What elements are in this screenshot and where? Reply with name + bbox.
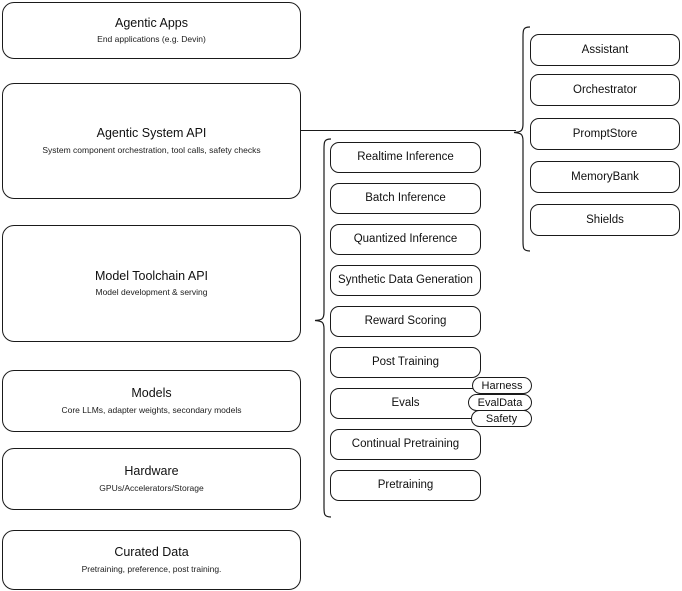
layer-subtitle: Core LLMs, adapter weights, secondary mo… (61, 404, 242, 415)
capability-box-pretraining[interactable]: Pretraining (330, 470, 481, 501)
capability-label: Quantized Inference (353, 233, 458, 246)
capability-box-quantized-inference[interactable]: Quantized Inference (330, 224, 481, 255)
badge-label: Safety (485, 412, 518, 425)
layer-title: Hardware (124, 464, 179, 479)
layer-title: Curated Data (114, 545, 189, 560)
capability-box-evals[interactable]: Evals (330, 388, 481, 419)
layer-subtitle: GPUs/Accelerators/Storage (99, 482, 204, 493)
capability-label: Batch Inference (365, 192, 446, 205)
component-box-shields[interactable]: Shields (530, 204, 680, 236)
component-box-promptstore[interactable]: PromptStore (530, 118, 680, 150)
evals-badge-harness[interactable]: Harness (472, 377, 532, 394)
capability-label: Evals (391, 397, 420, 410)
capability-label: Pretraining (377, 479, 434, 492)
component-label: PromptStore (572, 127, 638, 140)
capability-label: Reward Scoring (364, 315, 447, 328)
capability-label: Synthetic Data Generation (338, 274, 473, 287)
layer-title: Agentic Apps (115, 15, 188, 30)
layer-subtitle: System component orchestration, tool cal… (42, 144, 261, 155)
capability-box-post-training[interactable]: Post Training (330, 347, 481, 378)
layer-subtitle: Pretraining, preference, post training. (81, 563, 222, 574)
connector-line-agentic-system-api (301, 130, 516, 131)
component-label: Shields (586, 213, 624, 226)
layer-box-agentic-apps[interactable]: Agentic Apps End applications (e.g. Devi… (2, 2, 301, 59)
component-box-assistant[interactable]: Assistant (530, 34, 680, 66)
capability-label: Post Training (371, 356, 440, 369)
component-label: MemoryBank (571, 170, 639, 183)
layer-title: Models (131, 386, 172, 401)
layer-box-curated-data[interactable]: Curated Data Pretraining, preference, po… (2, 530, 301, 590)
component-box-orchestrator[interactable]: Orchestrator (530, 74, 680, 106)
capability-box-realtime-inference[interactable]: Realtime Inference (330, 142, 481, 173)
layer-title: Model Toolchain API (94, 268, 209, 283)
component-label: Assistant (581, 43, 629, 56)
layer-subtitle: Model development & serving (95, 287, 208, 298)
layer-box-model-toolchain-api[interactable]: Model Toolchain API Model development & … (2, 225, 301, 342)
evals-badge-safety[interactable]: Safety (471, 410, 532, 427)
layer-box-models[interactable]: Models Core LLMs, adapter weights, secon… (2, 370, 301, 432)
capability-label: Continual Pretraining (351, 438, 460, 451)
brace-model-toolchain (314, 138, 332, 518)
brace-agentic-components (513, 26, 531, 252)
component-label: Orchestrator (573, 83, 637, 96)
capability-label: Realtime Inference (357, 151, 454, 164)
capability-box-reward-scoring[interactable]: Reward Scoring (330, 306, 481, 337)
badge-label: Harness (481, 379, 523, 392)
layer-title: Agentic System API (96, 126, 207, 141)
badge-label: EvalData (477, 396, 523, 409)
component-box-memorybank[interactable]: MemoryBank (530, 161, 680, 193)
evals-badge-evaldata[interactable]: EvalData (468, 394, 532, 411)
layer-box-hardware[interactable]: Hardware GPUs/Accelerators/Storage (2, 448, 301, 510)
layer-box-agentic-system-api[interactable]: Agentic System API System component orch… (2, 83, 301, 199)
capability-box-continual-pretraining[interactable]: Continual Pretraining (330, 429, 481, 460)
capability-box-synthetic-data-generation[interactable]: Synthetic Data Generation (330, 265, 481, 296)
capability-box-batch-inference[interactable]: Batch Inference (330, 183, 481, 214)
layer-subtitle: End applications (e.g. Devin) (97, 34, 206, 45)
